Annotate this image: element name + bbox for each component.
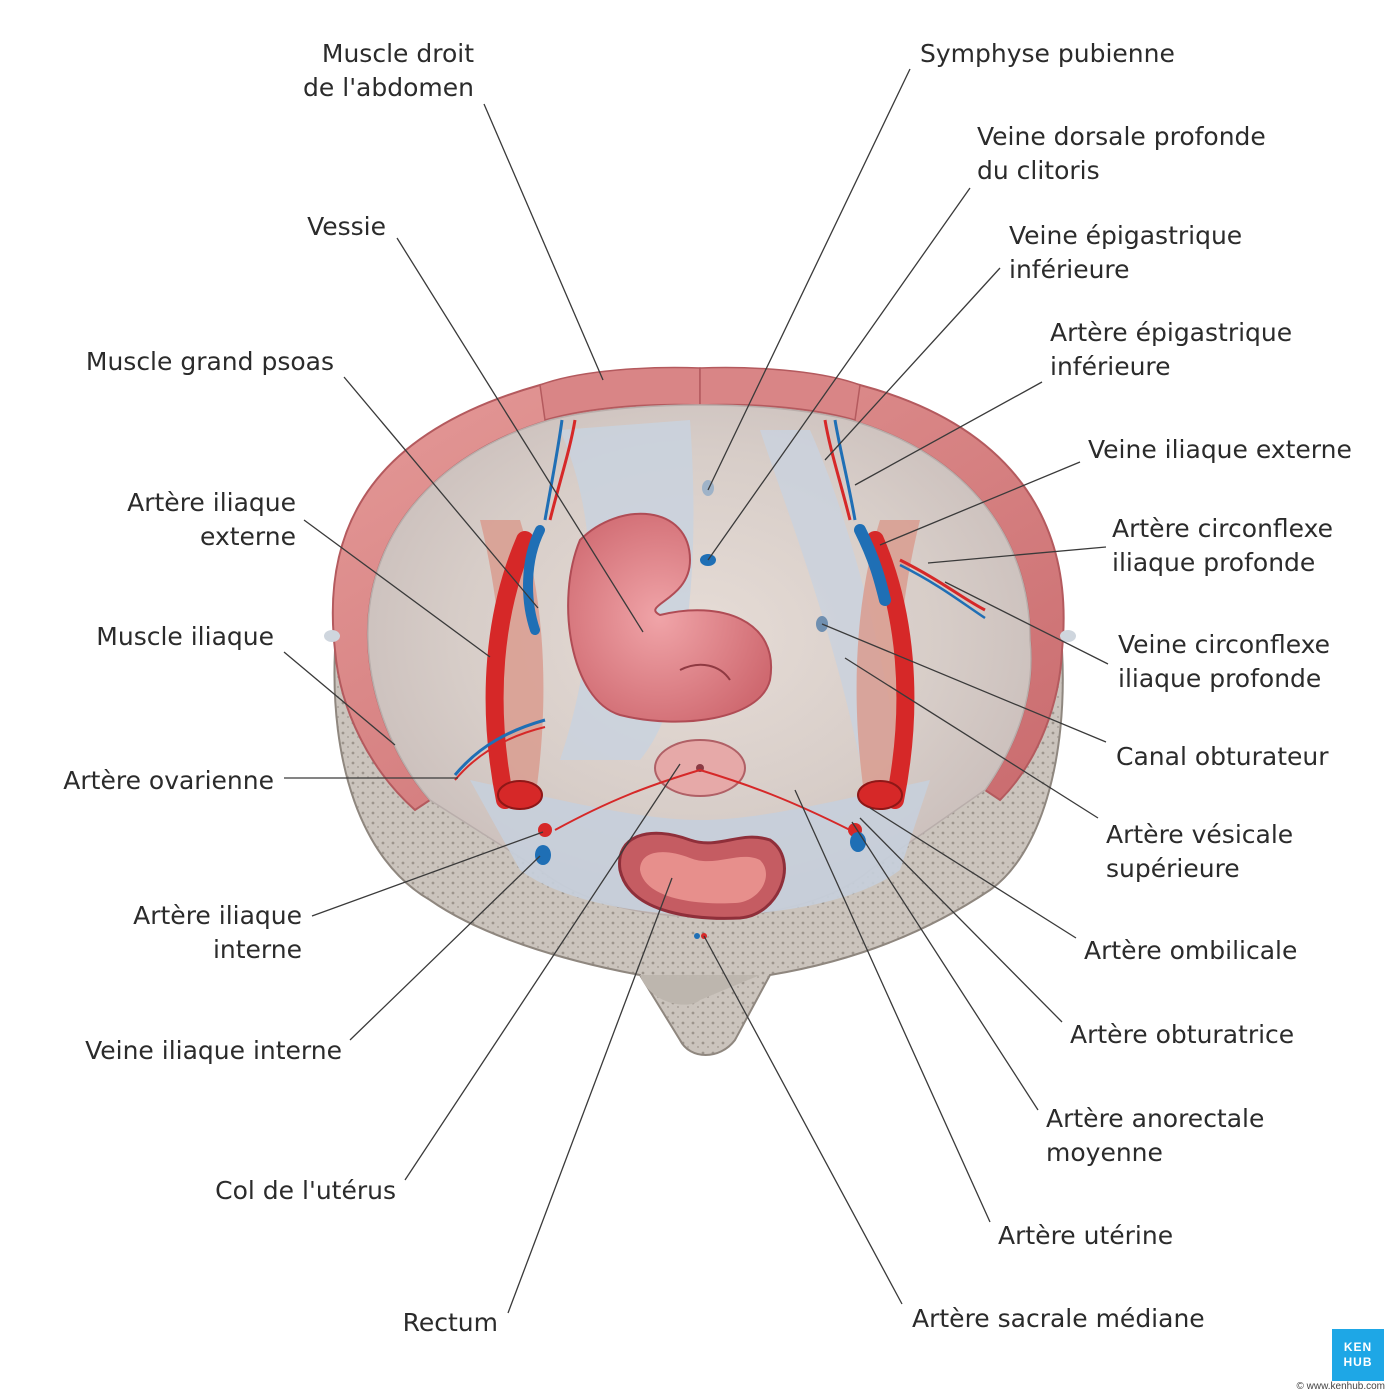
label-symphyse-pubienne: Symphyse pubienne xyxy=(920,39,1175,68)
label-col-uterus: Col de l'utérus xyxy=(215,1176,396,1205)
leader-col-uterus xyxy=(404,763,681,1181)
copyright-url: © www.kenhub.com xyxy=(1296,1381,1385,1392)
leader-muscle-iliaque xyxy=(283,651,396,746)
label-artere-obturatrice: Artère obturatrice xyxy=(1070,1020,1295,1049)
label-artere-iliaque-interne: Artère iliaque interne xyxy=(133,901,302,964)
label-artere-ovarienne: Artère ovarienne xyxy=(63,766,274,795)
label-artere-epigastrique-inferieure: Artère épigastrique inférieure xyxy=(1050,318,1293,381)
label-veine-circonflexe: Veine circonflexe iliaque profonde xyxy=(1118,630,1331,693)
leader-art-circonflexe xyxy=(927,546,1107,564)
leader-art-sacrale xyxy=(703,935,903,1305)
label-artere-circonflexe: Artère circonflexe iliaque profonde xyxy=(1112,514,1334,577)
label-artere-iliaque-externe: Artère iliaque externe xyxy=(127,488,296,551)
leader-canal-obturateur xyxy=(821,623,1107,743)
label-artere-anorectale-moyenne: Artère anorectale moyenne xyxy=(1046,1104,1265,1167)
leader-art-uterine xyxy=(794,789,991,1223)
leader-art-iliaque-ext xyxy=(303,519,491,658)
leader-symphyse xyxy=(707,68,911,491)
kenhub-logo: KEN HUB xyxy=(1332,1329,1384,1381)
label-veine-dorsale-profonde: Veine dorsale profonde du clitoris xyxy=(977,122,1266,185)
leader-veine-epigastrique xyxy=(824,267,1001,461)
leader-veine-iliaque-int xyxy=(349,855,541,1041)
leader-veine-iliaque-ext xyxy=(879,461,1081,546)
label-artere-vesicale-superieure: Artère vésicale supérieure xyxy=(1106,820,1294,883)
label-vessie: Vessie xyxy=(307,212,386,241)
leader-art-anorectale xyxy=(851,821,1039,1111)
bladder xyxy=(567,512,773,723)
label-muscle-iliaque: Muscle iliaque xyxy=(96,622,274,651)
leader-art-vesicale xyxy=(844,657,1099,819)
label-artere-uterine: Artère utérine xyxy=(998,1221,1174,1250)
leader-art-obturatrice xyxy=(859,817,1063,1023)
leader-vessie xyxy=(396,237,644,633)
leader-psoas xyxy=(343,376,539,609)
leader-veine-dorsale xyxy=(707,187,971,561)
label-artere-sacrale-mediane: Artère sacrale médiane xyxy=(912,1304,1205,1333)
label-veine-epigastrique-inferieure: Veine épigastrique inférieure xyxy=(1009,221,1243,284)
rectum-shape xyxy=(618,831,786,920)
leader-art-epigastrique xyxy=(854,381,1043,486)
leader-veine-circonflexe xyxy=(944,581,1109,665)
leader-muscle-droit xyxy=(483,103,604,381)
label-artere-ombilicale: Artère ombilicale xyxy=(1084,936,1298,965)
leader-art-ombilicale xyxy=(869,807,1077,939)
leader-rectum xyxy=(507,877,673,1314)
leader-art-iliaque-int xyxy=(311,831,544,917)
label-veine-iliaque-externe: Veine iliaque externe xyxy=(1088,435,1352,464)
label-muscle-droit-abdomen: Muscle droit de l'abdomen xyxy=(303,39,474,102)
label-canal-obturateur: Canal obturateur xyxy=(1116,742,1329,771)
label-muscle-grand-psoas: Muscle grand psoas xyxy=(85,347,334,376)
label-rectum: Rectum xyxy=(402,1308,498,1337)
label-veine-iliaque-interne: Veine iliaque interne xyxy=(85,1036,342,1065)
